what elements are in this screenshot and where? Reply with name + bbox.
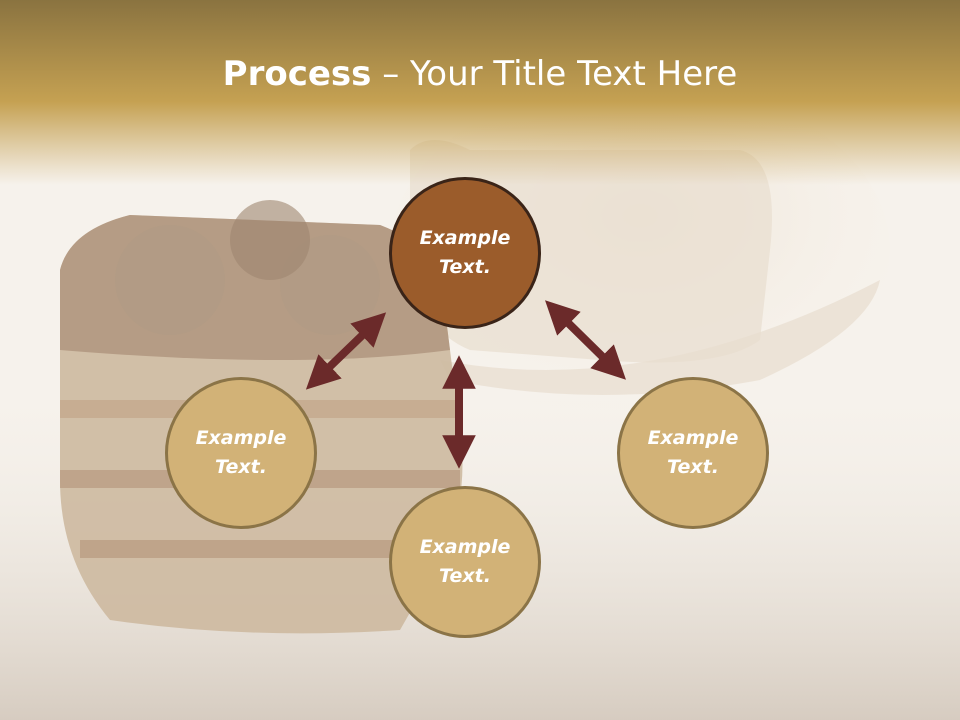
slide-title: Process – Your Title Text Here — [0, 52, 960, 96]
node-bottom-text: Example Text. — [419, 536, 511, 587]
arrow-center-left — [305, 312, 387, 390]
node-right-text: Example Text. — [647, 427, 739, 478]
title-rest: Your Title Text Here — [410, 54, 738, 94]
arrow-center-right — [545, 300, 626, 380]
node-right: Example Text. — [617, 377, 769, 529]
node-left: Example Text. — [165, 377, 317, 529]
node-center-text: Example Text. — [419, 227, 511, 278]
node-left-text: Example Text. — [195, 427, 287, 478]
node-bottom: Example Text. — [389, 486, 541, 638]
title-bold: Process — [222, 54, 372, 94]
node-center: Example Text. — [389, 177, 541, 329]
title-dash: – — [371, 54, 411, 94]
